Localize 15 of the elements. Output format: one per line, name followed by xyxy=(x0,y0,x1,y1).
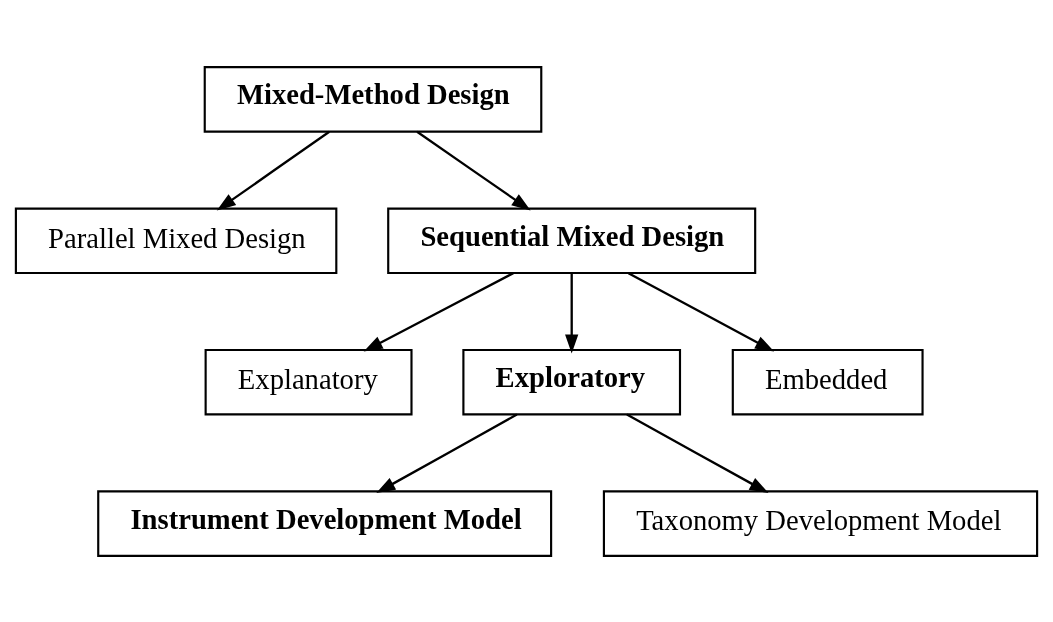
node-box: Mixed-Method Design xyxy=(203,65,543,133)
node-box: Sequential Mixed Design xyxy=(387,207,757,274)
arrow xyxy=(626,413,769,493)
arrow xyxy=(363,271,514,352)
node-box: Embedded xyxy=(731,348,924,415)
arrow xyxy=(376,413,518,493)
arrow xyxy=(627,271,775,352)
node-box: Explanatory xyxy=(204,348,413,415)
node-box: Taxonomy Development Model xyxy=(602,489,1039,557)
node-box: Parallel Mixed Design xyxy=(14,207,338,274)
node-box: Instrument Development Model xyxy=(97,489,553,557)
arrow xyxy=(216,130,330,211)
arrow xyxy=(416,130,531,210)
arrow xyxy=(565,272,579,353)
node-box: Exploratory xyxy=(462,348,682,415)
